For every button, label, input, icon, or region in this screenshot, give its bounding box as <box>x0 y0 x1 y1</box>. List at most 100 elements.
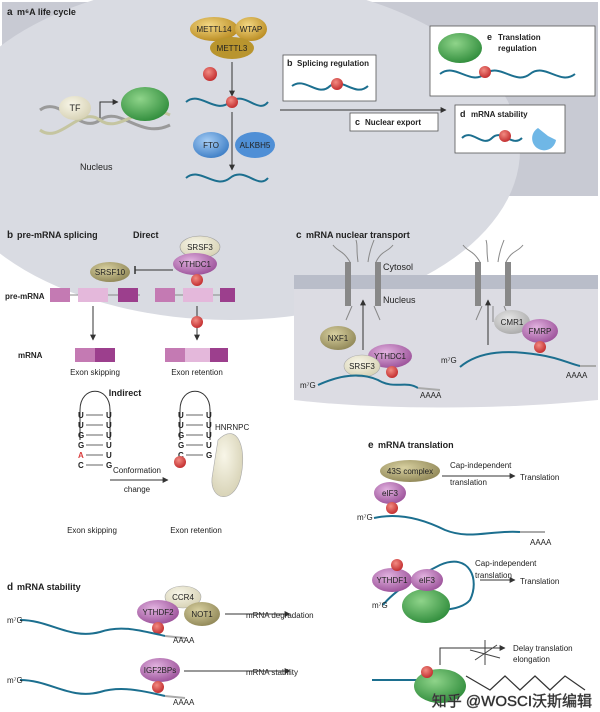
base-right: G <box>206 451 212 460</box>
complex-43s-label: 43S complex <box>387 467 433 476</box>
panel-b-label: b <box>7 230 13 241</box>
mrna-exon-retention <box>165 348 228 362</box>
cytosol-label: Cytosol <box>383 262 413 272</box>
exon-skipping-label: Exon skipping <box>70 368 120 377</box>
nucleus-shape <box>0 0 520 320</box>
m6a-mark <box>421 666 433 678</box>
stability-label: mRNA stability <box>246 668 298 677</box>
base-right: U <box>206 441 212 450</box>
trna-molecule <box>469 640 501 665</box>
m6a-mark <box>191 274 203 286</box>
fmrp-protein <box>522 319 558 343</box>
box-c-label: c <box>355 117 360 127</box>
eif3-protein-2 <box>411 569 443 591</box>
srsf10-protein <box>90 262 130 282</box>
polya-d2 <box>164 695 186 699</box>
igf2bps-label: IGF2BPs <box>144 666 176 675</box>
mettl14-label: METTL14 <box>196 25 232 34</box>
box-e-rna <box>439 69 576 79</box>
cap-ind-1b: translation <box>450 478 487 487</box>
box-d-label: d <box>460 109 466 119</box>
base-left: C <box>178 451 184 460</box>
box-c-title: Nuclear export <box>365 118 421 127</box>
not1-label: NOT1 <box>191 610 213 619</box>
panel-c-label: c <box>296 230 302 241</box>
ribosome-e2 <box>402 589 450 623</box>
base-right: U <box>106 441 112 450</box>
polya-left <box>417 387 441 391</box>
m6a-mark <box>386 366 398 378</box>
complex-43s <box>380 460 440 482</box>
cap-label-c1: m⁷G <box>300 381 316 390</box>
panel-a-title: m⁶A life cycle <box>17 7 76 17</box>
base-left: U <box>178 421 184 430</box>
srsf3-protein-c <box>343 354 381 378</box>
cmr1-label: CMR1 <box>501 318 524 327</box>
cap-ind-2a: Cap-independent <box>475 559 537 568</box>
eif3-label-2: eIF3 <box>419 576 436 585</box>
hnrnpc-protein <box>211 433 244 497</box>
cap-ind-1a: Cap-independent <box>450 461 512 470</box>
mrna-label: mRNA <box>18 351 43 360</box>
panel-c-title: mRNA nuclear transport <box>306 230 410 240</box>
box-b-rna <box>291 82 369 91</box>
ccr4-label: CCR4 <box>172 593 194 602</box>
srsf3-label: SRSF3 <box>187 243 213 252</box>
base-left: G <box>178 431 184 440</box>
box-b-title: Splicing regulation <box>297 59 369 68</box>
ythdc1-label: YTHDC1 <box>179 260 212 269</box>
pre-mrna-left <box>50 288 140 302</box>
m6a-mark <box>391 559 403 571</box>
box-e-title-2: regulation <box>498 44 537 53</box>
translation-label-2: Translation <box>520 577 559 586</box>
nxf1-protein <box>320 326 356 350</box>
cap-label-e2: m⁷G <box>372 601 388 610</box>
mettl3-label: METTL3 <box>217 44 248 53</box>
nucleus-label-c: Nucleus <box>383 295 416 305</box>
panel-b: b pre-mRNA splicing Direct SRSF3 YTHDC1 … <box>5 230 249 535</box>
m6a-mark <box>479 66 491 78</box>
nuclease <box>532 128 556 151</box>
m6a-mark <box>499 130 511 142</box>
base-right: U <box>106 421 112 430</box>
eif3-protein <box>374 482 406 504</box>
indirect-label: Indirect <box>109 388 142 398</box>
panel-d: d mRNA stability CCR4 YTHDF2 NOT1 mRNA d… <box>7 582 314 707</box>
base-right: U <box>206 431 212 440</box>
base-right: U <box>206 411 212 420</box>
m6a-mark <box>152 681 164 693</box>
panel-b-title: pre-mRNA splicing <box>17 230 98 240</box>
ythdf2-label: YTHDF2 <box>142 608 174 617</box>
panel-e-label: e <box>368 440 374 451</box>
panel-c: c mRNA nuclear transport Cytosol Nucleus… <box>294 230 598 408</box>
tail-label-c2: AAAA <box>566 371 588 380</box>
m6a-mark <box>386 502 398 514</box>
alkbh5-protein <box>235 132 275 158</box>
tf-label: TF <box>70 103 81 113</box>
m6a-mark <box>191 316 203 328</box>
hairpin-right <box>179 390 211 440</box>
m6a-mark <box>534 341 546 353</box>
cap-ind-2b: translation <box>475 571 512 580</box>
pre-mrna-right <box>155 288 235 302</box>
box-e-label: e <box>487 32 492 42</box>
hnrnpc-label: HNRNPC <box>215 423 249 432</box>
base-left: G <box>78 431 84 440</box>
mrna-exon-skipping <box>75 348 115 362</box>
ythdc1-label-c: YTHDC1 <box>374 352 407 361</box>
tail-label-c1: AAAA <box>420 391 442 400</box>
exon-retention-label: Exon retention <box>171 368 223 377</box>
delay-arrow <box>439 645 506 665</box>
tf-protein <box>59 96 91 120</box>
exon-skipping-label-2: Exon skipping <box>67 526 117 535</box>
base-left: C <box>78 461 84 470</box>
mrna-degrade <box>19 619 166 637</box>
ythdf2-protein <box>137 600 179 624</box>
panel-d-label: d <box>7 582 13 593</box>
m6a-mark <box>203 67 217 81</box>
tail-label-e1: AAAA <box>530 538 552 547</box>
base-left: A <box>78 451 84 460</box>
